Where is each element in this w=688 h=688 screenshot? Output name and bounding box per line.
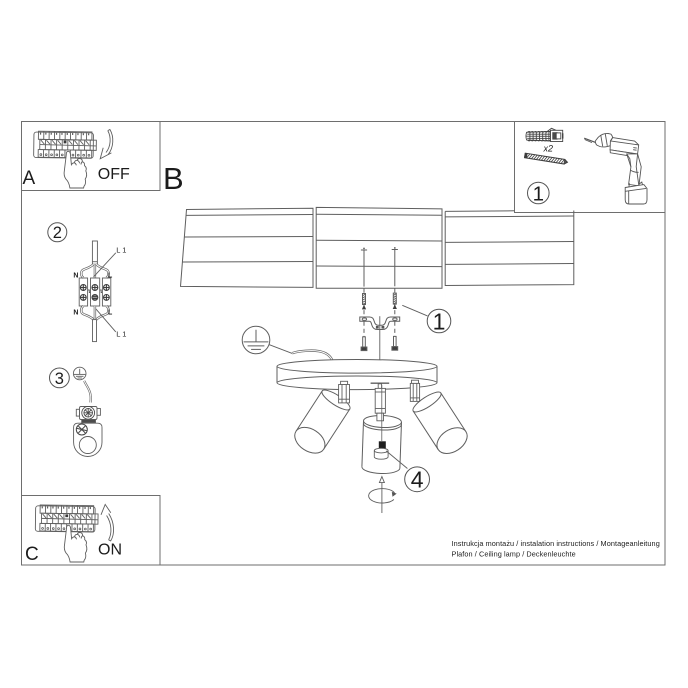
svg-text:1: 1 — [533, 182, 544, 205]
svg-text:ON: ON — [98, 542, 122, 559]
svg-text:Instrukcja montażu / instalati: Instrukcja montażu / instalation instruc… — [452, 539, 660, 548]
svg-text:A: A — [23, 168, 36, 189]
svg-text:N: N — [73, 309, 78, 316]
svg-text:3: 3 — [55, 370, 64, 388]
svg-text:C: C — [25, 544, 39, 565]
svg-text:L: L — [108, 309, 113, 316]
svg-text:2: 2 — [53, 224, 62, 242]
svg-text:L 1: L 1 — [116, 329, 126, 338]
svg-text:N: N — [73, 273, 78, 280]
svg-text:1: 1 — [433, 308, 446, 334]
svg-text:OFF: OFF — [98, 166, 130, 183]
svg-text:B: B — [163, 161, 184, 196]
svg-text:Plafon / Ceiling lamp / Decken: Plafon / Ceiling lamp / Deckenleuchte — [452, 549, 576, 558]
svg-text:4: 4 — [411, 467, 424, 493]
svg-text:x2: x2 — [543, 144, 554, 154]
svg-text:L: L — [108, 273, 113, 280]
svg-text:L 1: L 1 — [116, 246, 126, 255]
